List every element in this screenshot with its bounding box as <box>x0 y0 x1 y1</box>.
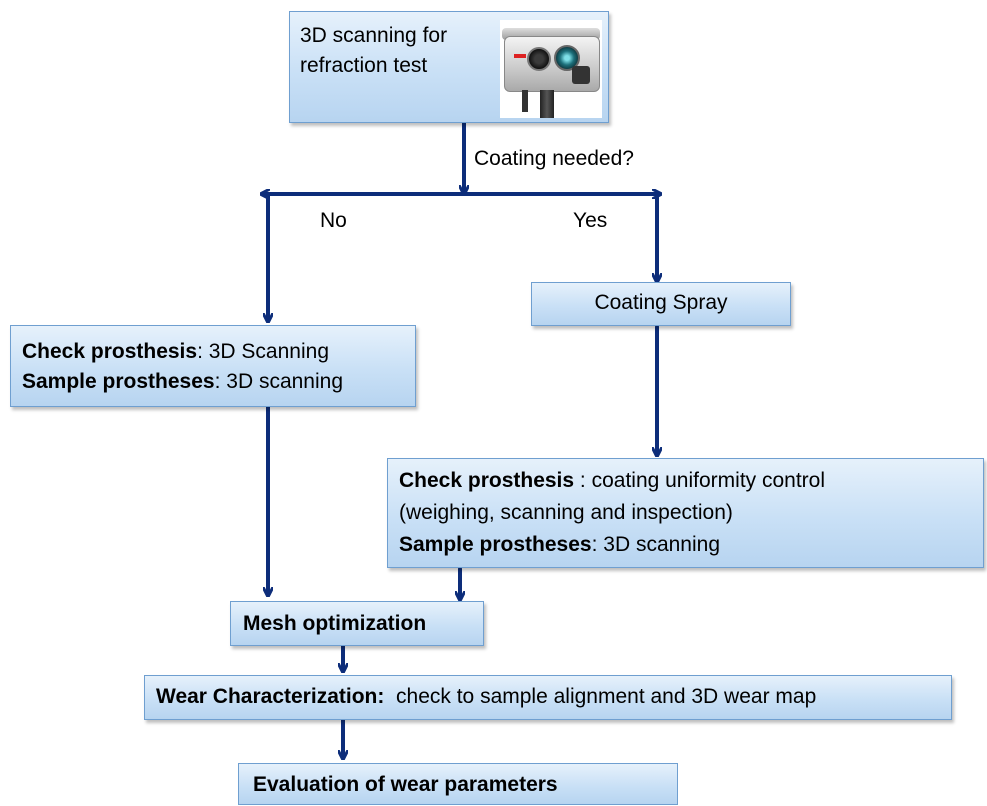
coated-check-prosthesis-value: : coating uniformity control <box>574 469 826 492</box>
coated-check-prosthesis-label: Check prosthesis <box>399 469 575 492</box>
coating-spray-node: Coating Spray <box>531 282 791 326</box>
coated-sample-prostheses-label: Sample prostheses <box>399 533 592 556</box>
start-line1: 3D scanning for <box>300 24 448 47</box>
decision-label: Coating needed? <box>474 147 634 170</box>
check-no-coating-node: Check prosthesis: 3D Scanning Sample pro… <box>10 325 416 407</box>
evaluation-label: Evaluation of wear parameters <box>253 773 558 796</box>
coating-spray-label: Coating Spray <box>594 291 728 314</box>
branch-yes-label: Yes <box>573 209 608 232</box>
sample-prostheses-label: Sample prostheses <box>22 370 215 393</box>
mesh-optimization-node: Mesh optimization <box>230 601 484 646</box>
check-prosthesis-value: : 3D Scanning <box>197 340 329 363</box>
wear-characterization-label: Wear Characterization: <box>156 685 385 708</box>
check-coated-node: Check prosthesis : coating uniformity co… <box>387 458 984 568</box>
scanner-image <box>500 20 602 118</box>
coated-check-detail: (weighing, scanning and inspection) <box>399 501 733 524</box>
start-line2: refraction test <box>300 54 428 77</box>
wear-characterization-value: check to sample alignment and 3D wear ma… <box>384 685 817 708</box>
sample-prostheses-value: : 3D scanning <box>214 370 344 393</box>
mesh-optimization-label: Mesh optimization <box>243 612 427 635</box>
evaluation-node: Evaluation of wear parameters <box>238 763 678 805</box>
wear-characterization-node: Wear Characterization: check to sample a… <box>144 675 952 720</box>
branch-no-label: No <box>320 209 347 232</box>
coated-sample-prostheses-value: : 3D scanning <box>591 533 721 556</box>
check-prosthesis-label: Check prosthesis <box>22 340 198 363</box>
